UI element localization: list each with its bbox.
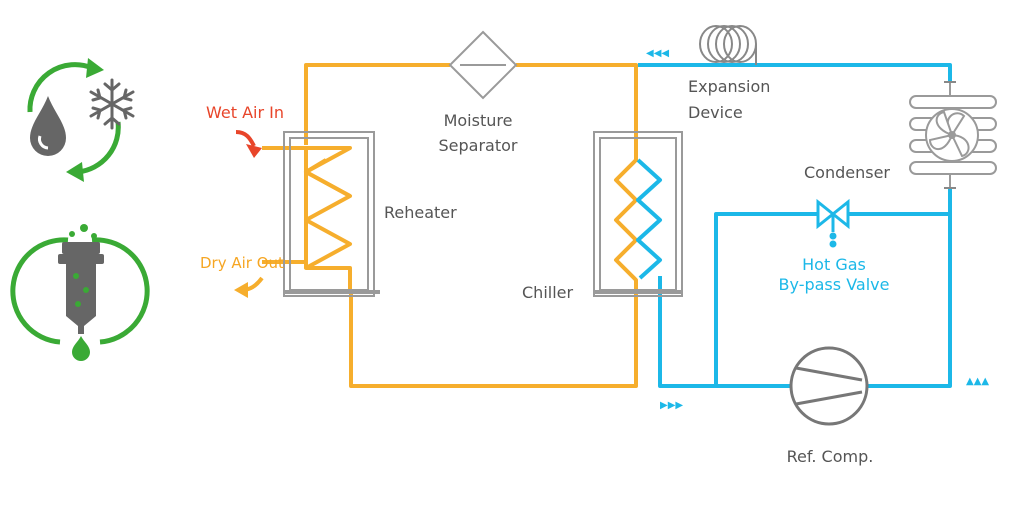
expansion-device-icon (699, 25, 757, 65)
dry-air-out-label: Dry Air Out (200, 254, 284, 272)
expansion-device-label-2: Device (688, 103, 743, 122)
hot-gas-label-2: By-pass Valve (779, 275, 890, 294)
moisture-separator-label: Moisture (444, 111, 513, 130)
refrigeration-cycle-icon (27, 58, 121, 182)
flow-arrow-right: ▲▲▲ (966, 376, 989, 387)
snowflake-icon (89, 78, 135, 130)
bypass-valve-icon (816, 198, 850, 248)
wet-air-arrow-icon (235, 130, 262, 158)
expansion-device-label: Expansion (688, 77, 770, 96)
flow-arrow-bottom: ▶▶▶ (660, 400, 683, 411)
water-drop-icon (30, 96, 66, 156)
hot-gas-label: Hot Gas (802, 255, 866, 274)
ref-comp-label: Ref. Comp. (787, 447, 874, 466)
reheater-label: Reheater (384, 203, 457, 222)
condenser-label: Condenser (804, 163, 890, 182)
refrigerant-loop (636, 63, 952, 388)
svg-text:▲▲▲: ▲▲▲ (966, 376, 989, 387)
compressor-icon (789, 346, 869, 426)
flow-arrow-top: ◀◀◀ (646, 48, 669, 59)
moisture-separator-label-2: Separator (439, 136, 518, 155)
wet-air-in-label: Wet Air In (206, 103, 284, 122)
dry-air-arrow-icon (234, 276, 264, 298)
reheater-box (283, 131, 375, 297)
chiller-label: Chiller (522, 283, 573, 302)
moisture-separator-icon (448, 30, 518, 100)
filter-icon (10, 224, 150, 361)
condenser-icon (909, 81, 997, 189)
